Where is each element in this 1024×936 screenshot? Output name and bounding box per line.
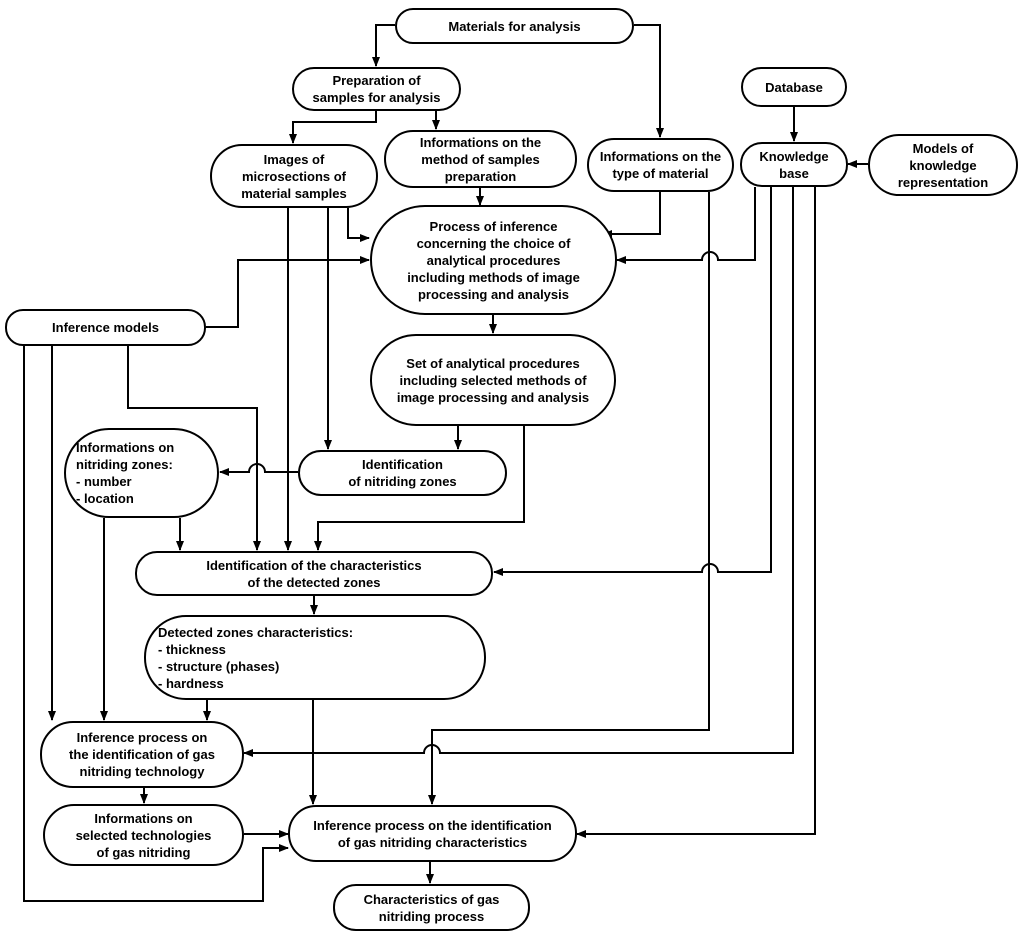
arrow-knowledge-base-to-inference-choice: [616, 187, 756, 264]
node-inference-technology: Inference process on the identification …: [40, 721, 244, 788]
node-method-info: Informations on the method of samples pr…: [384, 130, 577, 188]
node-zones-characteristics: Detected zones characteristics: - thickn…: [144, 615, 486, 700]
arrow-inference-models-to-ident-char: [127, 346, 261, 551]
arrow-set-to-ident-char: [314, 426, 525, 551]
node-inference-models: Inference models: [5, 309, 206, 346]
arrow-materials-to-preparation: [372, 24, 395, 67]
arrow-images-to-inference-choice: [347, 208, 370, 242]
node-database: Database: [741, 67, 847, 107]
node-knowledge-base: Knowledge base: [740, 142, 848, 187]
arrow-knowledge-base-to-ident-char: [493, 187, 772, 576]
arrow-type-info-to-inference-char: [428, 192, 710, 805]
node-zones-info: Informations on nitriding zones: - numbe…: [64, 428, 219, 518]
arrow-ident-zones-to-zones-info: [219, 463, 298, 476]
node-selected-technologies: Informations on selected technologies of…: [43, 804, 244, 866]
node-preparation: Preparation of samples for analysis: [292, 67, 461, 111]
node-type-info: Informations on the type of material: [587, 138, 734, 192]
arrow-knowledge-base-to-inference-char: [576, 187, 816, 838]
arrow-inference-models-to-inference-char: [23, 346, 289, 902]
arrow-materials-to-type-info: [634, 24, 664, 138]
arrow-type-info-to-inference-choice: [602, 192, 661, 238]
node-ident-zones: Identification of nitriding zones: [298, 450, 507, 496]
arrow-preparation-to-images: [289, 110, 377, 144]
node-set-procedures: Set of analytical procedures including s…: [370, 334, 616, 426]
arrow-inference-models-to-inference-choice: [206, 256, 370, 328]
node-images: Images of microsections of material samp…: [210, 144, 378, 208]
node-final-characteristics: Characteristics of gas nitriding process: [333, 884, 530, 931]
node-materials: Materials for analysis: [395, 8, 634, 44]
node-models-knowledge-representation: Models of knowledge representation: [868, 134, 1018, 196]
node-inference-characteristics: Inference process on the identification …: [288, 805, 577, 862]
node-ident-characteristics: Identification of the characteristics of…: [135, 551, 493, 596]
arrow-knowledge-base-to-inference-tech: [243, 187, 794, 757]
node-inference-choice: Process of inference concerning the choi…: [370, 205, 617, 315]
